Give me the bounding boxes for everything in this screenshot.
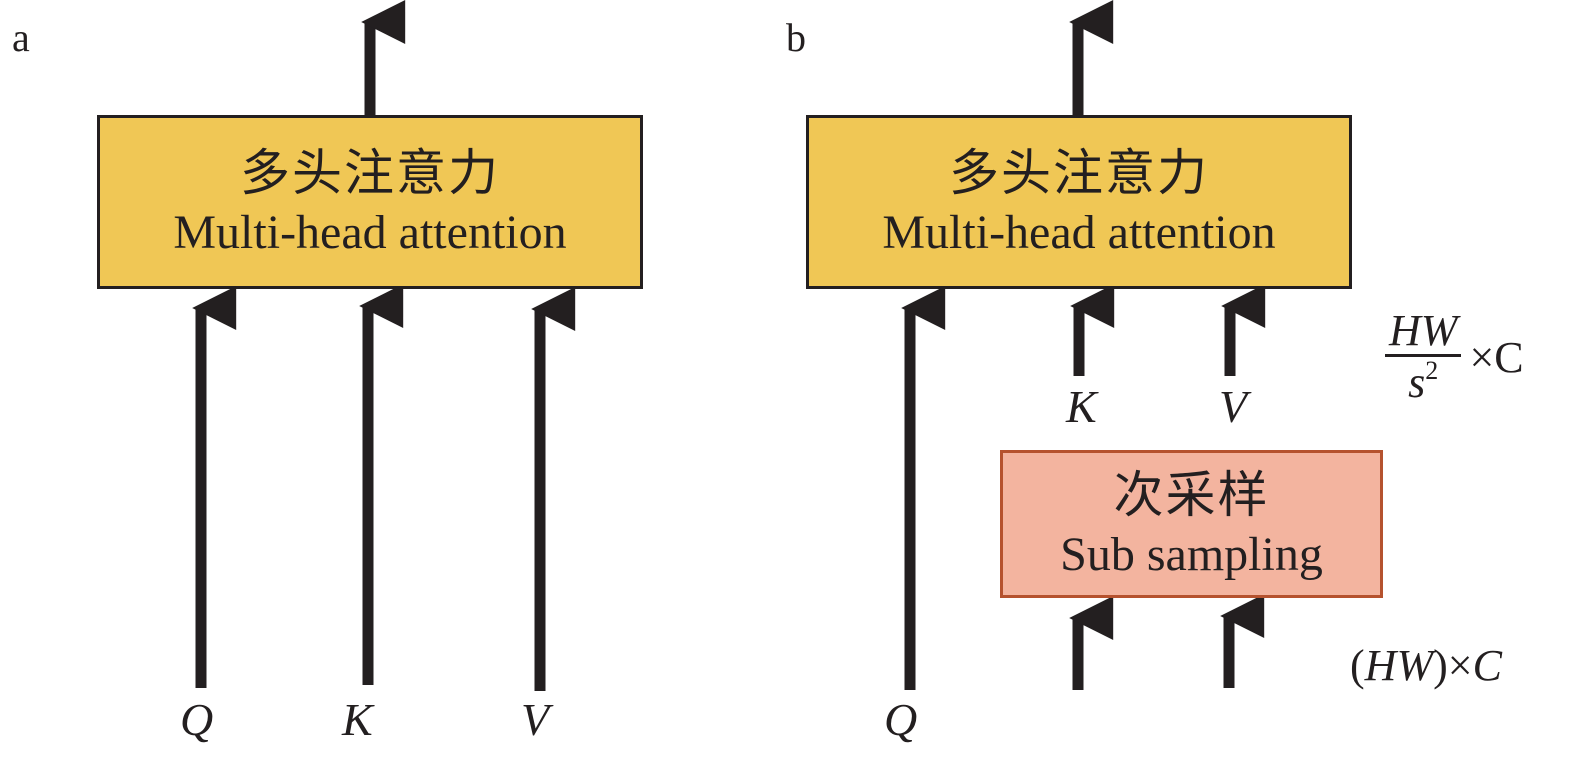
input-label-v-b: V: [1219, 381, 1248, 432]
sub-sampling-box: 次采样 Sub sampling: [1000, 450, 1383, 598]
input-label-v-a: V: [521, 694, 550, 745]
panel-label-b: b: [786, 15, 806, 60]
panel-label-a: a: [12, 15, 30, 60]
mha-title-en-b: Multi-head attention: [882, 206, 1276, 260]
full-dimension-annotation: (HW)×C: [1350, 644, 1502, 688]
multi-head-attention-box-a: 多头注意力 Multi-head attention: [97, 115, 643, 289]
reduced-dimension-annotation: HW s2 ×C: [1385, 306, 1524, 408]
sub-title-zh: 次采样: [1113, 465, 1270, 524]
dim-numerator: HW: [1389, 306, 1458, 355]
input-label-k-b: K: [1066, 381, 1097, 432]
input-label-q-b: Q: [884, 694, 918, 745]
dim-times-c: ×C: [1469, 333, 1524, 383]
input-label-q-a: Q: [180, 694, 214, 745]
sub-title-en: Sub sampling: [1060, 528, 1323, 582]
dim-exponent: 2: [1425, 356, 1439, 386]
mha-title-zh-a: 多头注意力: [240, 143, 500, 202]
mha-title-en-a: Multi-head attention: [173, 206, 567, 260]
dim-denominator: s2: [1408, 356, 1439, 408]
input-label-k-a: K: [342, 694, 373, 745]
full-dim-text: (HW)×C: [1350, 641, 1502, 690]
fraction-bar: [1385, 354, 1462, 358]
multi-head-attention-box-b: 多头注意力 Multi-head attention: [806, 115, 1352, 289]
mha-title-zh-b: 多头注意力: [949, 143, 1209, 202]
